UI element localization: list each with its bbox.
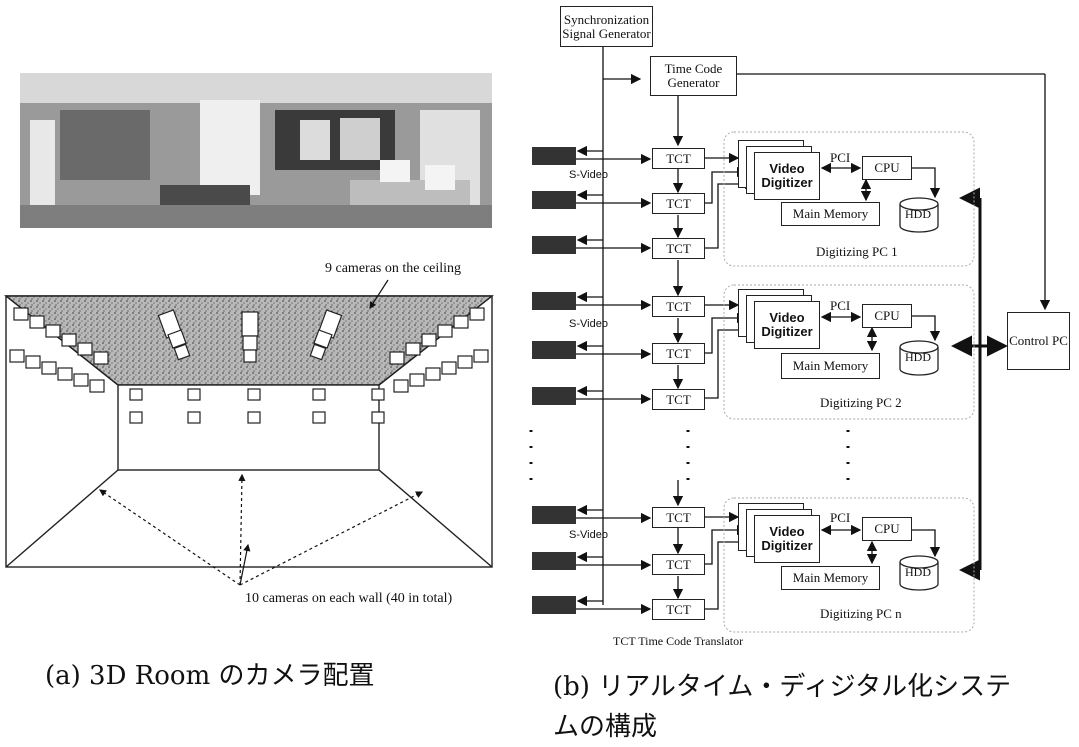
pc-label: Digitizing PC 1 bbox=[816, 244, 898, 260]
pci-label: PCI bbox=[830, 150, 850, 166]
hdd-label: HDD bbox=[905, 207, 931, 222]
video-digitizer: Video Digitizer bbox=[754, 152, 820, 200]
control-pc: Control PC bbox=[1007, 312, 1070, 370]
tct-box: TCT bbox=[652, 554, 705, 575]
sync-signal-generator: Synchronization Signal Generator bbox=[560, 6, 653, 47]
tct-box: TCT bbox=[652, 193, 705, 214]
ceiling-cameras-label: 9 cameras on the ceiling bbox=[325, 261, 461, 277]
caption-a: (a) 3D Room のカメラ配置 bbox=[45, 655, 375, 692]
tct-box: TCT bbox=[652, 507, 705, 528]
main-memory-box: Main Memory bbox=[781, 353, 880, 379]
tct-box: TCT bbox=[652, 599, 705, 620]
tct-box: TCT bbox=[652, 343, 705, 364]
caption-b-line1: (b) リアルタイム・ディジタル化システ bbox=[553, 666, 1011, 703]
hdd-label: HDD bbox=[905, 565, 931, 580]
pc-label: Digitizing PC 2 bbox=[820, 395, 902, 411]
tct-box: TCT bbox=[652, 148, 705, 169]
tct-box: TCT bbox=[652, 296, 705, 317]
cpu-box: CPU bbox=[862, 304, 912, 328]
tct-legend: TCT Time Code Translator bbox=[613, 634, 743, 649]
video-digitizer: Video Digitizer bbox=[754, 301, 820, 349]
wall-cameras-label: 10 cameras on each wall (40 in total) bbox=[245, 591, 452, 607]
tct-box: TCT bbox=[652, 238, 705, 259]
room-photo bbox=[20, 73, 492, 228]
svideo-label: S-Video bbox=[569, 529, 608, 541]
main-memory-box: Main Memory bbox=[781, 202, 880, 226]
pci-label: PCI bbox=[830, 510, 850, 526]
control-bus bbox=[954, 198, 1005, 570]
video-digitizer: Video Digitizer bbox=[754, 515, 820, 563]
tct-box: TCT bbox=[652, 389, 705, 410]
camera-icons bbox=[532, 147, 576, 614]
caption-b-line2: ムの構成 bbox=[553, 706, 657, 743]
pci-label: PCI bbox=[830, 298, 850, 314]
svideo-label: S-Video bbox=[569, 169, 608, 181]
main-memory-box: Main Memory bbox=[781, 566, 880, 590]
cpu-box: CPU bbox=[862, 517, 912, 541]
svideo-label: S-Video bbox=[569, 318, 608, 330]
time-code-generator: Time Code Generator bbox=[650, 56, 737, 96]
hdd-label: HDD bbox=[905, 350, 931, 365]
pc-label: Digitizing PC n bbox=[820, 606, 902, 622]
cpu-box: CPU bbox=[862, 156, 912, 180]
